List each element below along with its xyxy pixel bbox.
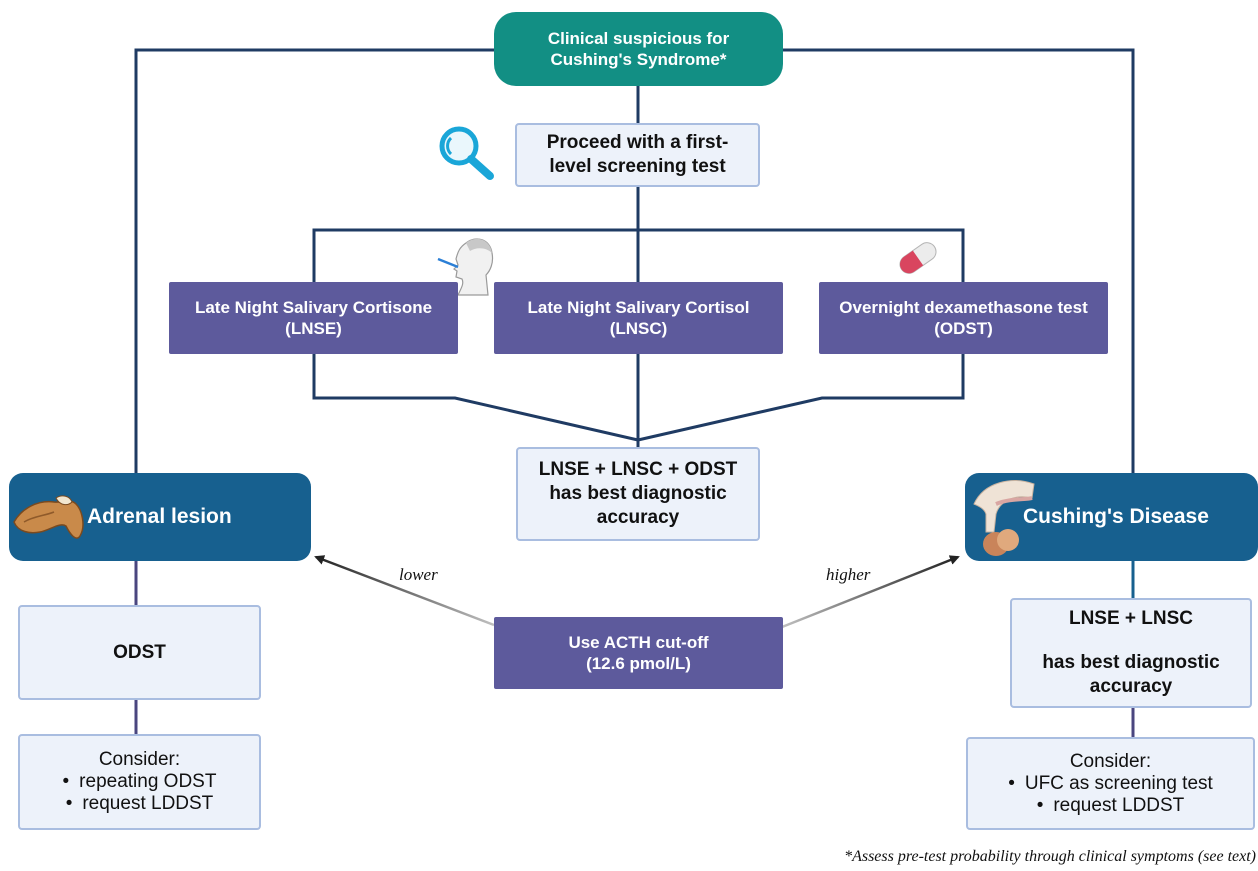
merge-left-line (312, 354, 639, 442)
lnsc-box: Late Night Salivary Cortisol (LNSC) (494, 282, 783, 354)
lnse-line2: (LNSE) (285, 319, 342, 338)
combined-line1: LNSE + LNSC + ODST (538, 459, 738, 480)
lower-arrow (314, 555, 495, 627)
right-result-line2: has best diagnostic (1042, 652, 1220, 673)
left-consider-title: Consider: (98, 749, 181, 770)
lnsc-line2: (LNSC) (609, 319, 668, 338)
pill-icon (899, 242, 937, 274)
clinical-suspicion-line1: Clinical suspicious for (547, 29, 730, 48)
list-item: request LDDST (63, 793, 217, 815)
combined-accuracy-box: LNSE + LNSC + ODST has best diagnostic a… (516, 447, 760, 541)
lnse-line1: Late Night Salivary Cortisone (194, 298, 433, 317)
magnifier-icon (439, 126, 494, 180)
right-consider-box: Consider: UFC as screening test request … (966, 737, 1255, 830)
merge-right-line (637, 354, 965, 442)
lnsc-line1: Late Night Salivary Cortisol (527, 298, 750, 317)
pituitary-gland-icon (973, 480, 1035, 556)
cushings-disease-label: Cushing's Disease (1023, 505, 1209, 528)
list-item: repeating ODST (63, 771, 216, 793)
top-right-connector (782, 48, 1135, 474)
acth-line1: Use ACTH cut-off (568, 633, 709, 652)
adrenal-gland-icon (13, 495, 84, 539)
top-left-connector (134, 48, 497, 474)
combined-line3: accuracy (596, 507, 680, 528)
right-result-line1: LNSE + LNSC (1068, 608, 1194, 629)
lower-label: lower (399, 565, 438, 584)
right-result-box: LNSE + LNSC has best diagnostic accuracy (1010, 598, 1252, 708)
right-consider-title: Consider: (1069, 750, 1152, 772)
right-result-line3: accuracy (1089, 676, 1173, 697)
higher-arrow (781, 555, 960, 629)
acth-cutoff-box: Use ACTH cut-off (12.6 pmol/L) (494, 617, 783, 689)
screening-line2: level screening test (549, 156, 726, 177)
acth-line2: (12.6 pmol/L) (586, 654, 691, 673)
saliva-swab-icon (437, 238, 494, 296)
odst-box: Overnight dexamethasone test (ODST) (819, 282, 1108, 354)
adrenal-lesion-label: Adrenal lesion (87, 505, 232, 528)
screening-box: Proceed with a first- level screening te… (515, 123, 760, 187)
clinical-suspicion-box: Clinical suspicious for Cushing's Syndro… (494, 12, 783, 86)
screening-line1: Proceed with a first- (546, 132, 729, 153)
left-result-text: ODST (113, 641, 166, 663)
list-item: UFC as screening test (1008, 773, 1213, 795)
odst-line1: Overnight dexamethasone test (839, 298, 1088, 317)
list-item: request LDDST (1008, 795, 1213, 817)
left-consider-box: Consider: repeating ODST request LDDST (18, 734, 261, 830)
lnse-box: Late Night Salivary Cortisone (LNSE) (169, 282, 458, 354)
adrenal-lesion-box: Adrenal lesion (9, 473, 311, 561)
left-result-box: ODST (18, 605, 261, 700)
right-consider-list: UFC as screening test request LDDST (1008, 773, 1213, 817)
footnote: *Assess pre-test probability through cli… (844, 848, 1256, 865)
higher-label: higher (826, 565, 871, 584)
clinical-suspicion-line2: Cushing's Syndrome* (550, 50, 727, 69)
odst-line2: (ODST) (934, 319, 993, 338)
left-consider-list: repeating ODST request LDDST (63, 771, 217, 815)
combined-line2: has best diagnostic (549, 483, 727, 504)
